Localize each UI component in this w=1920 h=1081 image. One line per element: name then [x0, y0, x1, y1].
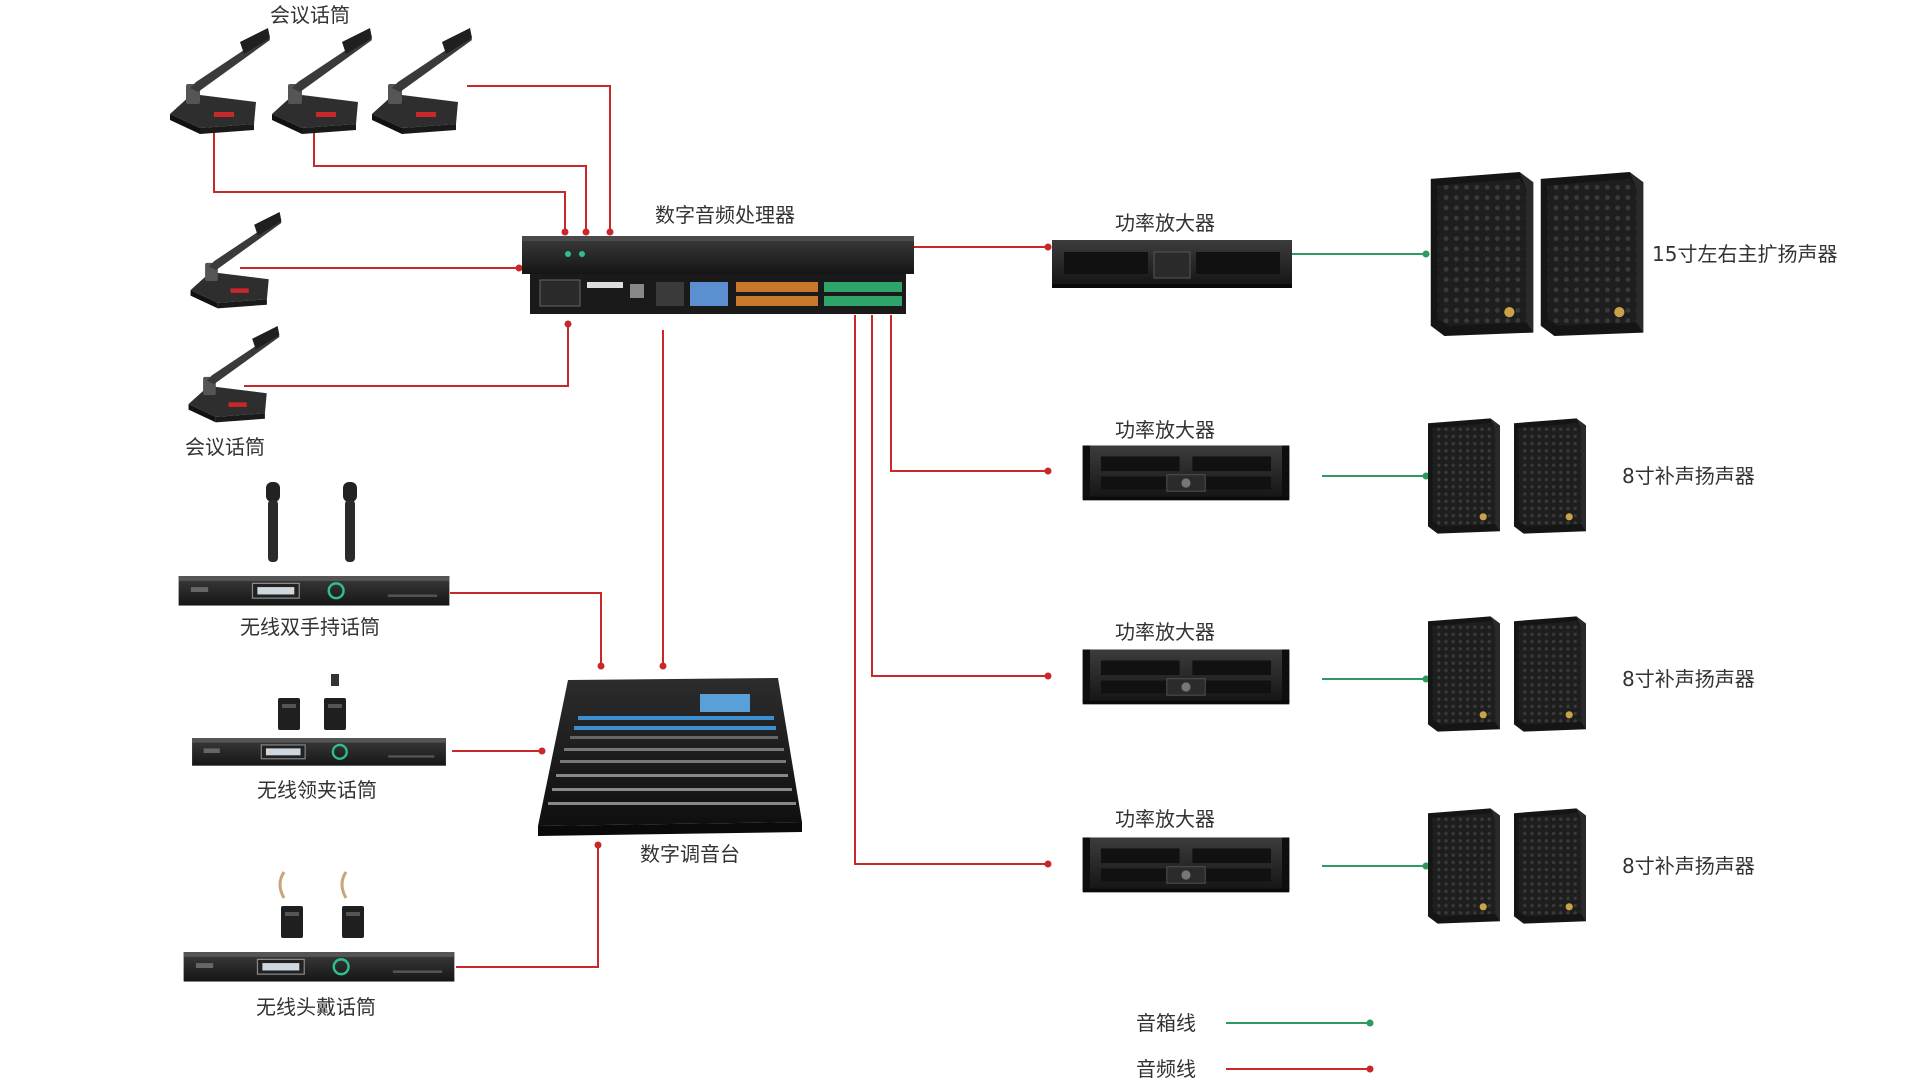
- fill-speakers-1: 8寸补声扬声器: [1428, 418, 1755, 534]
- speaker-cabinet-icon: [1514, 808, 1586, 924]
- legend-audio-cable-dot: [1366, 1065, 1374, 1073]
- legend-speaker-cable-label: 音箱线: [1136, 1011, 1196, 1035]
- wire-dsp-amp4: [854, 315, 1048, 865]
- legend-speaker-cable-dot: [1366, 1019, 1374, 1027]
- rack-amplifier-icon: [1082, 444, 1290, 501]
- wireless-receiver-icon: [182, 952, 456, 983]
- gooseneck-microphone-icon: [190, 212, 282, 309]
- wireless-handheld-system: 无线双手持话筒: [178, 482, 450, 639]
- speaker-cabinet-icon: [1428, 418, 1500, 534]
- gooseneck-microphone-icon: [170, 28, 270, 134]
- wire-dsp-amp3: [871, 315, 1048, 677]
- label-conference-mic-top: 会议话筒: [270, 3, 350, 27]
- label-fill-speakers-3: 8寸补声扬声器: [1622, 854, 1755, 878]
- gooseneck-microphone-icon: [372, 28, 472, 134]
- wireless-headset-system: 无线头戴话筒: [182, 871, 456, 1019]
- label-wireless-handheld: 无线双手持话筒: [240, 615, 380, 639]
- digital-audio-processor: 数字音频处理器: [522, 203, 914, 314]
- rack-amplifier-icon: [1052, 240, 1292, 288]
- mixing-console-icon: [538, 678, 802, 836]
- wire-dsp-amp2: [890, 315, 1048, 472]
- legend: 音箱线 音频线: [1136, 1011, 1374, 1081]
- conference-mic-group-bottom: 会议话筒: [185, 326, 280, 459]
- label-amp-4: 功率放大器: [1115, 807, 1215, 831]
- fill-speakers-2: 8寸补声扬声器: [1428, 616, 1755, 732]
- wire-endpoint-dots: [515, 228, 1430, 870]
- fill-speakers-3: 8寸补声扬声器: [1428, 808, 1755, 924]
- rack-amplifier-icon: [1082, 836, 1290, 893]
- label-fill-speakers-2: 8寸补声扬声器: [1622, 667, 1755, 691]
- wireless-receiver-icon: [190, 738, 448, 767]
- label-wireless-lavalier: 无线领夹话筒: [257, 778, 377, 802]
- power-amplifier-2: 功率放大器: [1082, 418, 1290, 501]
- power-amplifier-1: 功率放大器: [1052, 211, 1292, 288]
- power-amplifier-3: 功率放大器: [1082, 620, 1290, 705]
- wire-mic5-dsp: [244, 324, 569, 387]
- label-amp-1: 功率放大器: [1115, 211, 1215, 235]
- wire-handheld-mixer: [450, 592, 602, 666]
- wireless-receiver-icon: [178, 576, 450, 607]
- wire-mic1-dsp: [213, 130, 566, 232]
- speaker-cabinet-icon: [1514, 616, 1586, 732]
- label-amp-3: 功率放大器: [1115, 620, 1215, 644]
- label-mixer: 数字调音台: [640, 842, 740, 866]
- gooseneck-microphone-icon: [188, 326, 280, 423]
- label-conference-mic-bottom: 会议话筒: [185, 435, 265, 459]
- gooseneck-microphone-icon: [272, 28, 372, 134]
- label-main-speakers: 15寸左右主扩扬声器: [1652, 242, 1837, 266]
- speaker-wires: [1292, 253, 1426, 867]
- lavalier-transmitter-icon: [278, 674, 346, 730]
- audio-wires: [213, 85, 1048, 968]
- rack-processor-icon: [522, 236, 914, 314]
- handheld-microphone-icon: [266, 482, 357, 562]
- label-dsp: 数字音频处理器: [655, 203, 795, 227]
- speaker-cabinet-icon: [1514, 418, 1586, 534]
- main-speakers: 15寸左右主扩扬声器: [1430, 172, 1837, 336]
- label-amp-2: 功率放大器: [1115, 418, 1215, 442]
- wire-headset-mixer: [456, 845, 599, 968]
- speaker-cabinet-icon: [1428, 616, 1500, 732]
- legend-audio-cable-label: 音频线: [1136, 1057, 1196, 1081]
- digital-mixing-console: 数字调音台: [538, 678, 802, 866]
- label-wireless-headset: 无线头戴话筒: [256, 995, 376, 1019]
- rack-amplifier-icon: [1082, 648, 1290, 705]
- power-amplifier-4: 功率放大器: [1082, 807, 1290, 893]
- wireless-lavalier-system: 无线领夹话筒: [190, 674, 448, 802]
- speaker-cabinet-icon: [1428, 808, 1500, 924]
- speaker-cabinet-icon: [1540, 172, 1644, 336]
- wire-mic3-dsp: [467, 85, 611, 232]
- speaker-cabinet-icon: [1430, 172, 1534, 336]
- wire-mic2-dsp: [313, 128, 587, 232]
- conference-mic-group-top: 会议话筒: [170, 3, 472, 134]
- headset-transmitter-icon: [278, 871, 364, 938]
- label-fill-speakers-1: 8寸补声扬声器: [1622, 464, 1755, 488]
